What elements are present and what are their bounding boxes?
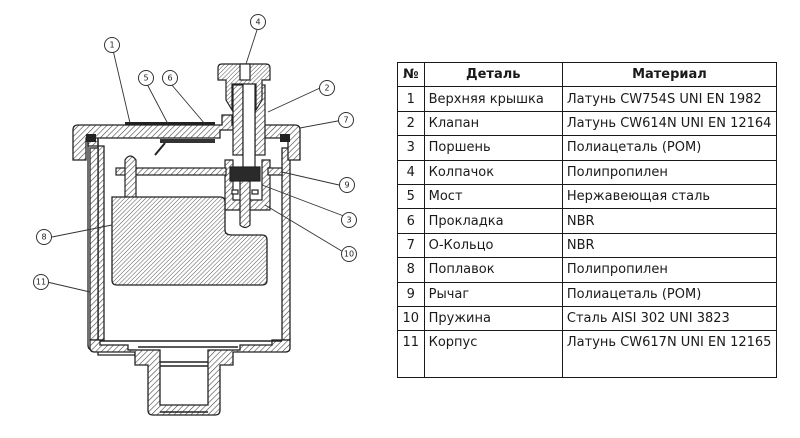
row-material: Сталь AISI 302 UNI 3823 [561, 305, 778, 332]
cap [217, 63, 271, 113]
header-part: Деталь [423, 61, 563, 88]
piston-assembly [224, 159, 271, 229]
header-material: Материал [561, 61, 778, 88]
row-part: Рычаг [423, 281, 563, 307]
callout-10-label: 10 [344, 250, 354, 259]
row-material: Нержавеющая сталь [561, 183, 778, 210]
bottom-seat-lines [100, 340, 282, 413]
row-part: Корпус [423, 330, 563, 379]
row-material: Полиацеталь (POM) [561, 135, 778, 161]
top-cover [72, 114, 301, 161]
row-part: Колпачок [423, 159, 563, 185]
row-part: О-Кольцо [423, 232, 563, 259]
callout-4: 4 [250, 14, 266, 30]
row-part: Клапан [423, 110, 563, 137]
row-num: 7 [397, 232, 425, 259]
air-vent-cross-section-diagram: 1 5 6 4 2 7 9 3 10 8 11 [33, 14, 357, 416]
row-material: Латунь CW614N UNI EN 12164 [561, 110, 778, 137]
row-num: 6 [397, 208, 425, 234]
callout-7-label: 7 [343, 116, 348, 125]
callout-5: 5 [138, 70, 154, 86]
row-material: NBR [561, 232, 778, 259]
callout-5-label: 5 [143, 74, 148, 83]
row-part: Прокладка [423, 208, 563, 234]
callout-1-label: 1 [109, 41, 114, 50]
callout-8: 8 [36, 229, 52, 245]
row-num: 2 [397, 110, 425, 137]
row-part: Пружина [423, 305, 563, 332]
row-num: 3 [397, 135, 425, 161]
bridge-and-gasket [125, 122, 215, 156]
callout-9: 9 [339, 177, 355, 193]
row-part: Верхняя крышка [423, 86, 563, 112]
callout-1: 1 [104, 37, 120, 53]
callout-leaders [46, 29, 350, 293]
callout-7: 7 [338, 112, 354, 128]
callout-2-label: 2 [324, 84, 329, 93]
callout-6-label: 6 [167, 74, 172, 83]
callout-3: 3 [341, 212, 357, 228]
callout-10: 10 [341, 246, 357, 262]
row-part: Поплавок [423, 257, 563, 283]
row-num: 5 [397, 183, 425, 210]
header-num: № [397, 61, 425, 88]
row-num: 1 [397, 86, 425, 112]
o-ring-right [280, 134, 290, 142]
lever [115, 155, 283, 201]
row-num: 8 [397, 257, 425, 283]
row-num: 10 [397, 305, 425, 332]
row-num: 9 [397, 281, 425, 307]
row-num: 11 [397, 330, 425, 379]
row-num: 4 [397, 159, 425, 185]
table-header-row: № Деталь Материал [397, 61, 778, 88]
row-material: Латунь CW617N UNI EN 12165 [561, 330, 778, 379]
callout-11-label: 11 [36, 278, 46, 287]
row-material: Полипропилен [561, 257, 778, 283]
row-material: NBR [561, 208, 778, 234]
row-part: Поршень [423, 135, 563, 161]
row-material: Полиацеталь (POM) [561, 281, 778, 307]
o-ring-left [86, 134, 96, 142]
body-housing [87, 134, 291, 416]
callout-3-label: 3 [346, 216, 351, 225]
callout-4-label: 4 [255, 18, 260, 27]
row-material: Латунь CW754S UNI EN 1982 [561, 86, 778, 112]
callout-8-label: 8 [41, 233, 46, 242]
float [111, 196, 268, 286]
callout-2: 2 [319, 80, 335, 96]
callout-6: 6 [162, 70, 178, 86]
row-material: Полипропилен [561, 159, 778, 185]
row-part: Мост [423, 183, 563, 210]
callout-11: 11 [33, 274, 49, 290]
callout-9-label: 9 [344, 181, 349, 190]
callouts: 1 5 6 4 2 7 9 3 10 8 11 [33, 14, 357, 290]
